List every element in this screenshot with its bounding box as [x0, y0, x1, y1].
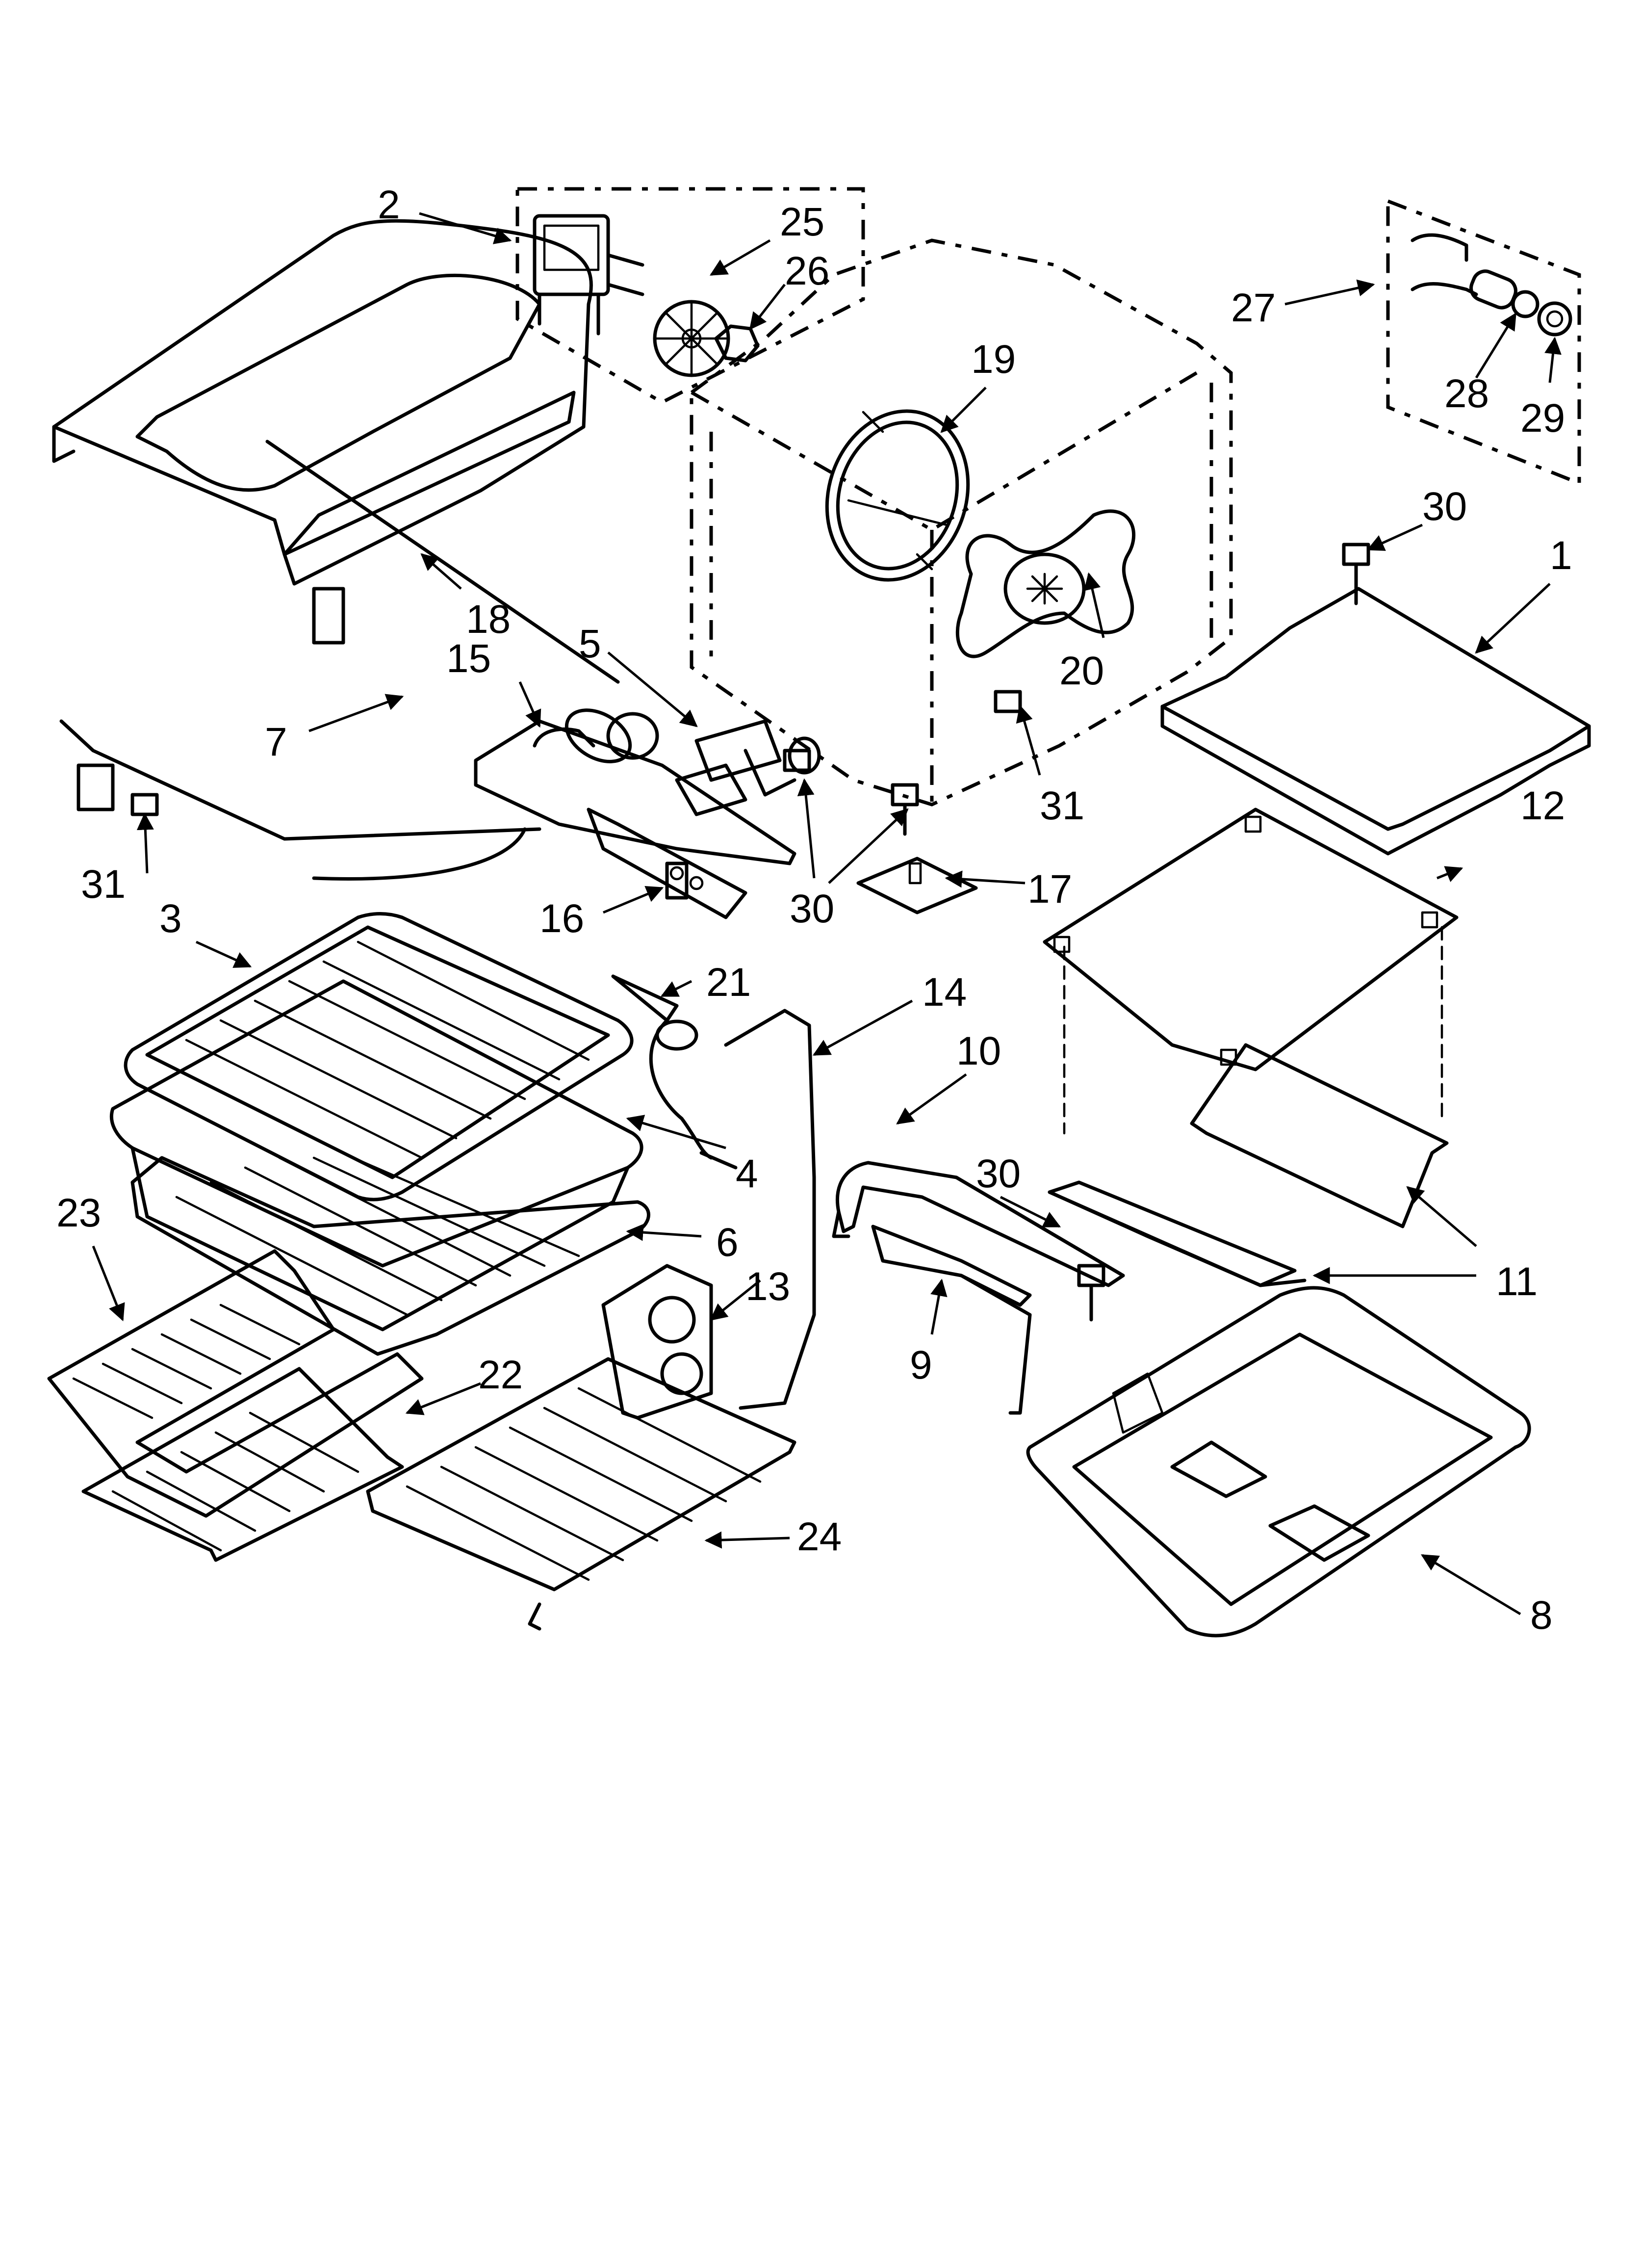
callout-24: 24 [797, 1514, 842, 1559]
callout-22: 22 [478, 1353, 523, 1397]
oven-cavity-outline [690, 238, 1233, 807]
callout-27: 27 [1231, 286, 1276, 330]
oven-rack-6 [130, 1156, 650, 1356]
callout-21: 21 [706, 960, 751, 1005]
callout-1: 1 [1550, 533, 1572, 578]
callout-10: 10 [956, 1029, 1001, 1073]
callout-20: 20 [1059, 649, 1104, 693]
callout-5: 5 [579, 622, 601, 666]
callout-30-top: 30 [1422, 484, 1467, 529]
motor-bracket [533, 214, 644, 336]
callout-15: 15 [446, 636, 491, 681]
motor-group-outline [515, 187, 865, 404]
callout-19: 19 [971, 337, 1016, 382]
callout-16: 16 [539, 896, 584, 941]
leader-lines [92, 212, 1562, 1616]
callout-18: 18 [466, 597, 511, 642]
gas-rod-31 [59, 719, 541, 881]
broil-burner-16 [587, 808, 747, 919]
callout-31-left: 31 [81, 862, 126, 907]
oven-bottom-cover [52, 219, 593, 586]
callout-17: 17 [1027, 867, 1072, 912]
callout-2: 2 [378, 182, 400, 227]
gas-valve-13 [601, 1264, 713, 1420]
light-group-outline [1386, 198, 1581, 486]
shield-12 [1043, 808, 1459, 1135]
rack-23 [47, 1249, 424, 1518]
convection-fan-baffle [955, 509, 1136, 658]
screw-30-top [1342, 543, 1370, 605]
bake-burner-10 [832, 1161, 1125, 1287]
callout-labels: 1 2 3 4 5 6 7 8 9 10 11 12 13 14 15 16 1… [56, 182, 1572, 1638]
bracket-17 [856, 857, 978, 914]
oven-light-assembly [1411, 233, 1572, 337]
callout-7: 7 [265, 720, 287, 764]
screw-30-lower [1077, 1264, 1105, 1322]
callout-9: 9 [910, 1343, 932, 1387]
burner-tube-9 [871, 1225, 1032, 1415]
oven-bottom-8 [1026, 1286, 1531, 1638]
callout-4: 4 [736, 1151, 758, 1196]
igniter-21 [611, 974, 738, 1170]
rack-22 [81, 1367, 404, 1562]
safety-valve [675, 719, 821, 816]
callout-14: 14 [922, 970, 967, 1015]
callout-11: 11 [1496, 1259, 1538, 1304]
bracket-11 [1048, 1043, 1449, 1287]
callout-3: 3 [159, 896, 182, 941]
circular-heating-element [825, 409, 970, 582]
broil-pan-4 [109, 979, 643, 1331]
broil-burner-assembly [474, 708, 796, 865]
callout-28: 28 [1444, 371, 1489, 416]
callout-23: 23 [56, 1191, 101, 1235]
callout-8: 8 [1530, 1593, 1553, 1638]
rack-24 [366, 1357, 796, 1631]
callout-29: 29 [1520, 396, 1565, 441]
screw-31-left [130, 793, 159, 816]
panel-1 [1160, 587, 1591, 856]
igniter-rod-7 [265, 440, 620, 684]
gas-tube-14 [724, 1009, 816, 1410]
callout-31-right: 31 [1040, 783, 1084, 828]
fan-nut [714, 324, 760, 363]
callout-30-lower: 30 [976, 1151, 1021, 1196]
callout-12: 12 [1520, 783, 1565, 828]
screw-31-right [994, 690, 1022, 713]
fan-blade [653, 300, 730, 377]
callout-6: 6 [716, 1220, 739, 1265]
callout-26: 26 [785, 249, 829, 293]
callout-13: 13 [745, 1264, 790, 1309]
callout-30-center: 30 [790, 886, 834, 931]
broil-pan-grid-3 [124, 912, 634, 1201]
callout-25: 25 [780, 200, 824, 244]
